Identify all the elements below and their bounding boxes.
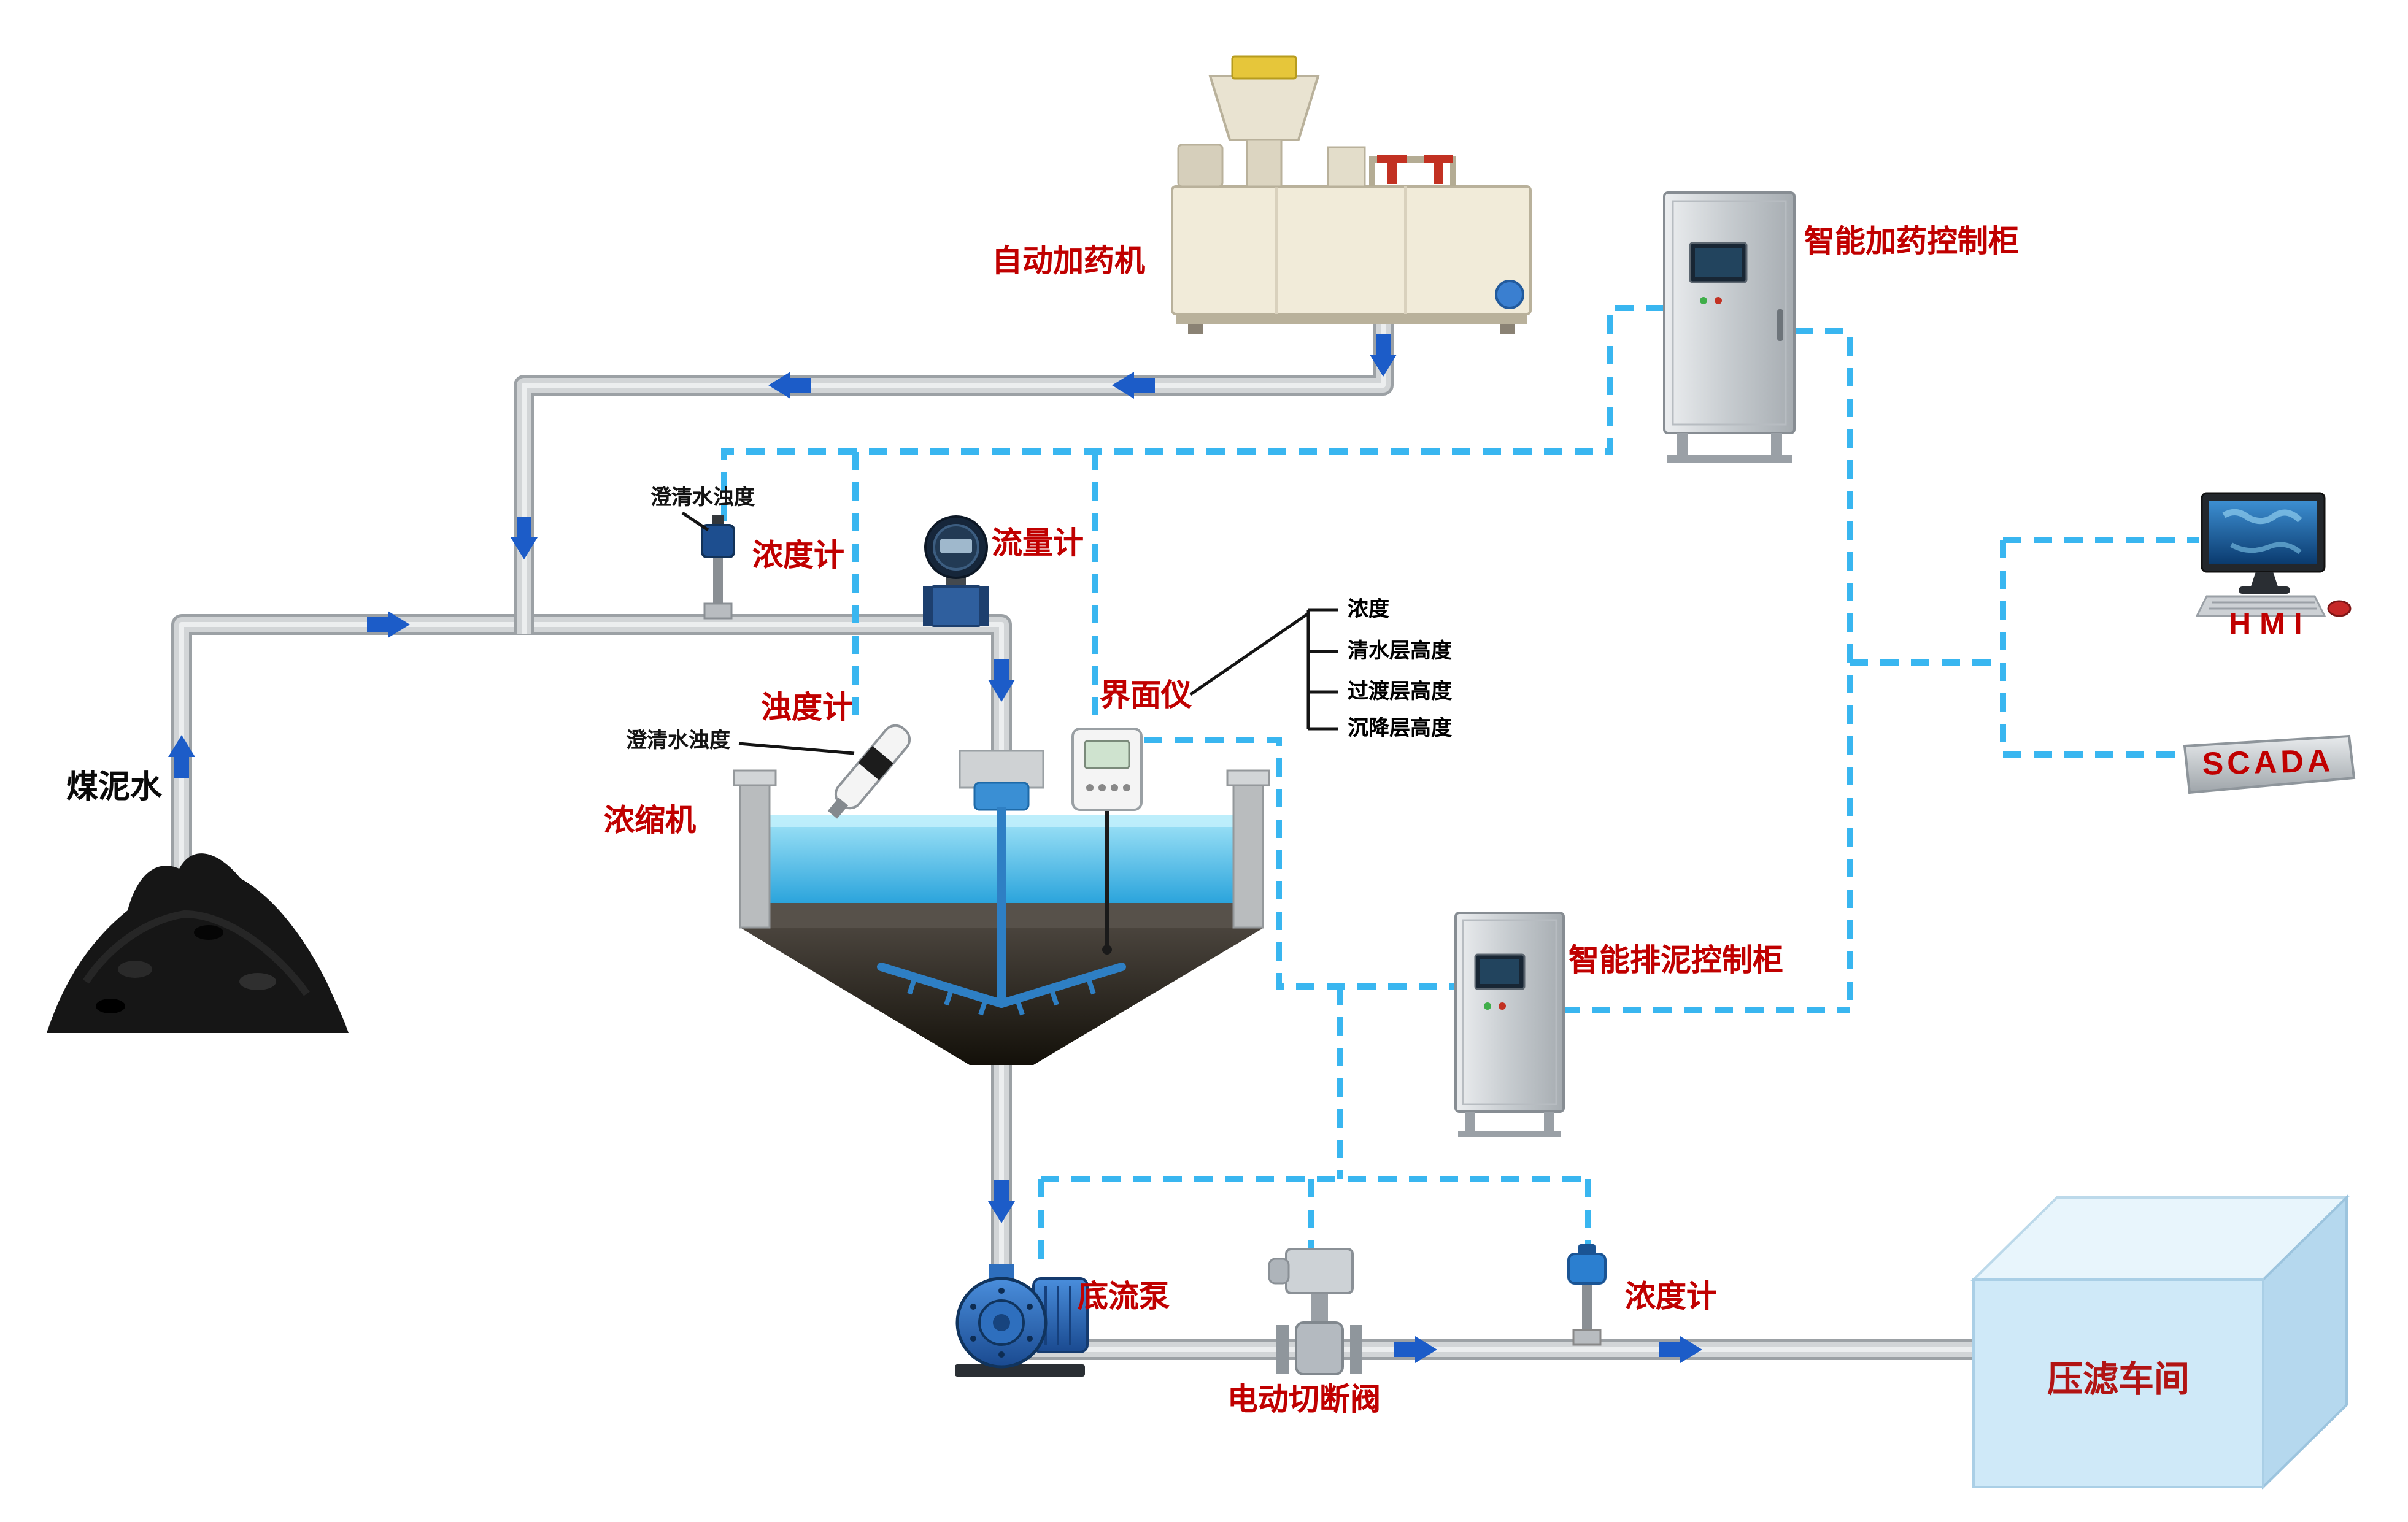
label-underflow-pump: 底流泵 bbox=[1078, 1280, 1170, 1314]
signal-lines bbox=[721, 305, 2199, 1266]
label-hmi: HMI bbox=[2229, 607, 2311, 642]
turbidity-meter-illustration bbox=[827, 724, 911, 819]
annotation-lines bbox=[681, 511, 1338, 755]
label-thickener: 浓缩机 bbox=[604, 804, 697, 838]
thickener-illustration bbox=[733, 750, 1270, 1065]
dosing-machine-illustration bbox=[1171, 55, 1532, 334]
label-dosing-cabinet: 智能加药控制柜 bbox=[1804, 225, 2020, 259]
label-param-clear-water-height: 清水层高度 bbox=[1348, 639, 1452, 663]
flow-meter-illustration bbox=[923, 515, 989, 627]
filter-press-workshop-illustration bbox=[1970, 1194, 2350, 1490]
label-filter-press-workshop: 压滤车间 bbox=[2047, 1361, 2190, 1400]
label-param-settling-height: 沉降层高度 bbox=[1348, 717, 1452, 740]
label-param-transition-height: 过渡层高度 bbox=[1348, 680, 1452, 703]
interface-meter-illustration bbox=[1071, 728, 1143, 955]
label-concentration-meter-top: 浓度计 bbox=[752, 539, 845, 573]
scada-badge-illustration bbox=[2183, 734, 2356, 794]
label-mud-cabinet: 智能排泥控制柜 bbox=[1569, 944, 1784, 978]
label-coal-slurry-water: 煤泥水 bbox=[66, 768, 163, 805]
underflow-pump-illustration bbox=[955, 1264, 1089, 1377]
concentration-meter-bottom-illustration bbox=[1567, 1244, 1607, 1346]
hmi-computer-illustration bbox=[2195, 492, 2352, 617]
label-scada: SCADA bbox=[2201, 742, 2335, 782]
label-turbidity-meter: 浊度计 bbox=[761, 691, 854, 725]
label-clarified-water-turbidity-top: 澄清水浊度 bbox=[650, 486, 755, 509]
dosing-control-cabinet-illustration bbox=[1663, 191, 1796, 463]
mud-discharge-cabinet-illustration bbox=[1454, 912, 1565, 1137]
concentration-meter-top-illustration bbox=[701, 515, 735, 620]
coal-pile-illustration bbox=[47, 853, 349, 1033]
label-cutoff-valve: 电动切断阀 bbox=[1227, 1383, 1381, 1417]
label-concentration-meter-bottom: 浓度计 bbox=[1625, 1280, 1718, 1314]
label-flow-meter: 流量计 bbox=[992, 526, 1084, 561]
electric-cutoff-valve-illustration bbox=[1268, 1248, 1362, 1375]
label-interface-meter: 界面仪 bbox=[1100, 678, 1192, 713]
label-dosing-machine: 自动加药机 bbox=[992, 244, 1146, 279]
label-param-concentration: 浓度 bbox=[1348, 598, 1389, 621]
label-clarified-water-turbidity-side: 澄清水浊度 bbox=[626, 729, 730, 752]
